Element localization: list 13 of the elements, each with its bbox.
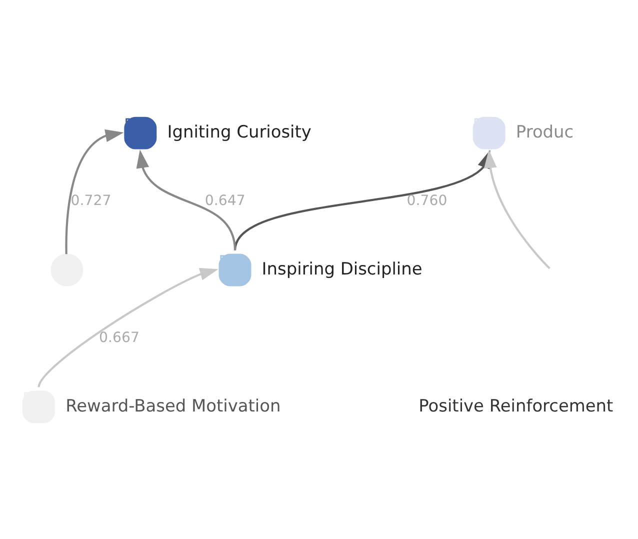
edge-label: 0.727 (70, 192, 112, 209)
node-label: Produc (516, 120, 574, 141)
arrow (136, 149, 236, 250)
label: Positive Reinforcement (418, 394, 614, 415)
edge-label: 0.647 (204, 192, 246, 209)
node-label: Reward-Based Motivation (66, 394, 281, 415)
arrow (38, 267, 218, 388)
edge-label: 0.760 (406, 192, 448, 209)
edge-label: 0.667 (99, 330, 140, 346)
arrow (65, 128, 124, 254)
node-label: Inspiring Discipline (262, 258, 422, 278)
node-label: Igniting Curiosity (167, 120, 312, 141)
node-circle (50, 253, 84, 286)
